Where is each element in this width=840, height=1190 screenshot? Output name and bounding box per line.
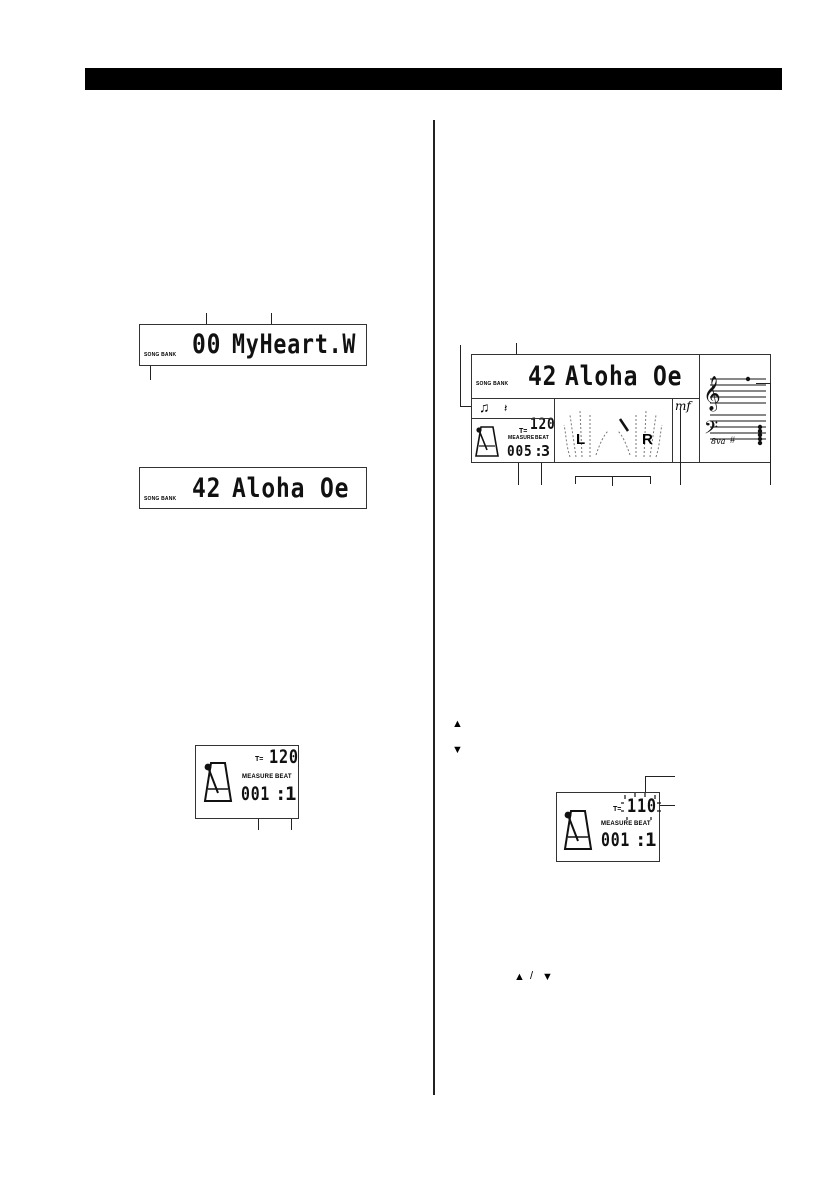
callout-line-dynamics xyxy=(680,407,681,485)
callout-line-tempo-top-v xyxy=(645,776,646,796)
callout-bracket-hands xyxy=(575,476,651,477)
song-number: 00 xyxy=(192,329,222,360)
callout-line-staff-h xyxy=(756,383,770,384)
beat-label: BEAT xyxy=(634,821,651,827)
left-hand-icon xyxy=(563,410,609,458)
tempo-prefix: T= xyxy=(519,428,528,435)
measure-label: MEASURE xyxy=(508,435,535,441)
lcd-song-name-1: SONG BANK 00 MyHeart.W xyxy=(139,324,367,366)
callout-line-song-bank xyxy=(460,345,461,407)
song-name: Aloha Oe xyxy=(565,361,683,392)
callout-line-song-bank xyxy=(150,366,151,380)
sharp-marking: # xyxy=(730,435,736,445)
lcd-song-name-2: SONG BANK 42 Aloha Oe xyxy=(139,467,367,509)
callout-line-number xyxy=(206,313,207,329)
beat-separator: : xyxy=(635,829,648,851)
tempo-prefix: T= xyxy=(613,806,622,813)
measure-value: 001 xyxy=(241,783,271,805)
column-divider xyxy=(433,120,435,1095)
lcd-metronome-2: T= 110 MEASURE BEAT 001 : 1 xyxy=(556,792,661,862)
callout-line-name xyxy=(271,313,272,329)
beat-value: 3 xyxy=(541,442,552,460)
metronome-box xyxy=(472,418,552,464)
callout-line-beat xyxy=(541,463,542,485)
measure-value: 005 xyxy=(507,442,533,460)
beat-separator: : xyxy=(275,783,288,805)
song-name: Aloha Oe xyxy=(232,473,350,504)
note-icon: ♫ xyxy=(479,399,490,415)
measure-value: 001 xyxy=(601,829,631,851)
svg-text:𝄞: 𝄞 xyxy=(703,376,721,412)
song-bank-label: SONG BANK xyxy=(144,496,177,502)
callout-bracket-hands-right xyxy=(650,476,651,484)
up-arrow-icon: ▲ xyxy=(514,971,525,983)
tempo-value: 110 xyxy=(627,795,657,817)
beat-label: BEAT xyxy=(535,435,550,441)
right-hand-icon xyxy=(617,410,663,458)
song-bank-label: SONG BANK xyxy=(476,381,509,387)
section-header-bar xyxy=(85,68,782,90)
callout-line-staff xyxy=(770,383,771,485)
song-number: 42 xyxy=(192,473,222,504)
metronome-icon xyxy=(563,810,593,850)
right-hand-label: R xyxy=(642,431,653,448)
music-staff: 𝄞 𝄢 xyxy=(703,376,766,446)
tempo-prefix: T= xyxy=(255,756,264,763)
callout-line-tempo-top xyxy=(645,776,675,777)
measure-label: MEASURE xyxy=(242,774,274,780)
lcd-metronome-1: T= 120 MEASURE BEAT 001 : 1 xyxy=(195,745,299,819)
beat-label: BEAT xyxy=(275,774,292,780)
svg-text:𝄢: 𝄢 xyxy=(704,418,718,443)
octave-marking: 8va xyxy=(711,437,726,446)
measure-label: MEASURE xyxy=(601,821,633,827)
tempo-value: 120 xyxy=(269,746,299,768)
hands-box xyxy=(554,399,673,462)
metronome-icon xyxy=(203,762,233,802)
callout-bracket-hands-left xyxy=(575,476,576,484)
song-bank-label: SONG BANK xyxy=(144,352,177,358)
beat-value: 1 xyxy=(285,783,298,805)
song-number: 42 xyxy=(528,361,558,392)
staff-divider xyxy=(699,355,700,462)
left-hand-label: L xyxy=(576,431,586,448)
callout-line-tempo-flash xyxy=(660,805,675,806)
rest-icon: 𝄽 xyxy=(504,403,508,415)
arrow-separator: / xyxy=(530,970,534,982)
down-arrow-icon: ▼ xyxy=(452,744,463,756)
callout-line-hands xyxy=(612,476,613,486)
dynamics-marking: mf xyxy=(675,399,691,413)
down-arrow-icon: ▼ xyxy=(542,971,553,983)
up-arrow-icon: ▲ xyxy=(452,718,463,730)
callout-line-beat xyxy=(291,819,292,830)
beat-separator: : xyxy=(534,442,545,460)
beat-value: 1 xyxy=(645,829,658,851)
song-name: MyHeart.W xyxy=(232,329,357,360)
callout-line-measure xyxy=(258,819,259,830)
metronome-icon xyxy=(475,426,499,457)
top-row-divider xyxy=(472,398,699,399)
callout-line-measure xyxy=(518,463,519,485)
flash-marks-icon xyxy=(621,793,661,820)
lcd-full-display: SONG BANK 42 Aloha Oe ♫ 𝄽 T= 120 MEASURE… xyxy=(471,354,771,463)
